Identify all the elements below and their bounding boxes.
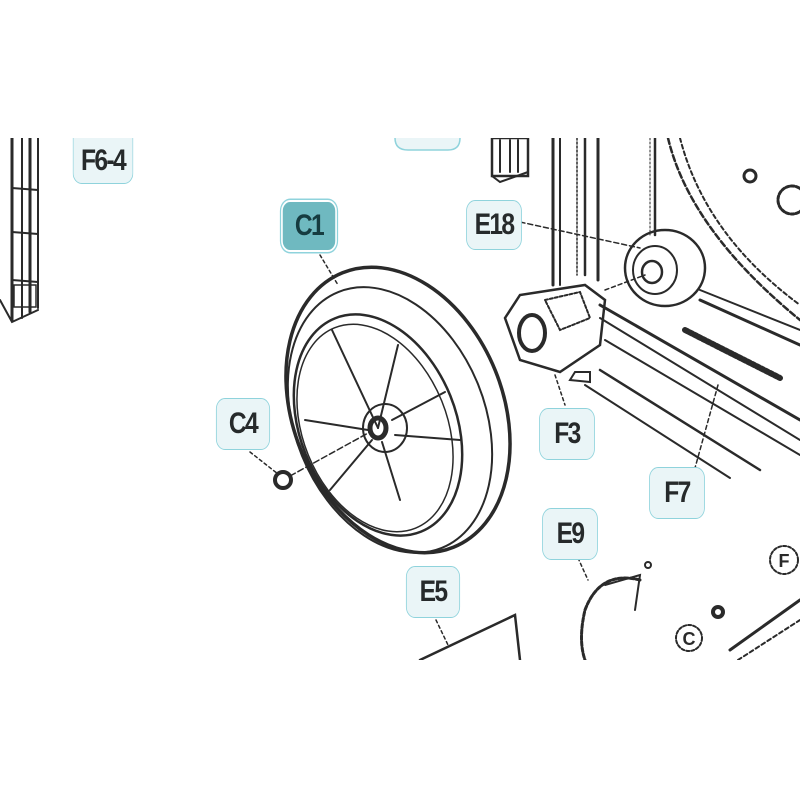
nut-drawing [249, 431, 371, 490]
callout-label: C4 [228, 407, 259, 440]
circled-mark-c: C [683, 629, 696, 649]
callout-label: C1 [294, 209, 325, 242]
callout-label: F7 [664, 476, 691, 509]
callout-c4[interactable]: C4 [215, 398, 271, 450]
wheel-drawing [284, 254, 512, 555]
diagram-viewport: F C F6-4 C1 E18 C4 F3 F7 E9 E5 [0, 138, 800, 660]
callout-e18[interactable]: E18 [466, 200, 522, 250]
callout-label: E9 [556, 517, 585, 550]
callout-label: F6-4 [80, 143, 127, 177]
rod-drawing [682, 327, 783, 469]
callout-c1[interactable]: C1 [281, 200, 337, 252]
bracket-drawing [490, 138, 530, 184]
wire-harness-drawing [577, 557, 652, 660]
callout-e9[interactable]: E9 [542, 508, 598, 560]
callout-f7[interactable]: F7 [649, 467, 705, 519]
lower-bracket-drawing [675, 545, 800, 660]
callout-label: E5 [419, 575, 448, 608]
motor-pulley-drawing [519, 221, 707, 308]
callout-label: F3 [554, 417, 581, 450]
callout-f6-4[interactable]: F6-4 [72, 138, 134, 184]
line-art: F C [0, 138, 800, 660]
callout-label: E18 [474, 208, 516, 241]
callout-e5[interactable]: E5 [405, 566, 461, 618]
circled-mark-f: F [779, 551, 790, 571]
callout-f3[interactable]: F3 [539, 408, 595, 460]
side-panel-drawing [0, 138, 39, 324]
bearing-housing-drawing [503, 283, 607, 406]
panel-drawing [418, 613, 522, 660]
frame-drawing [551, 138, 800, 479]
